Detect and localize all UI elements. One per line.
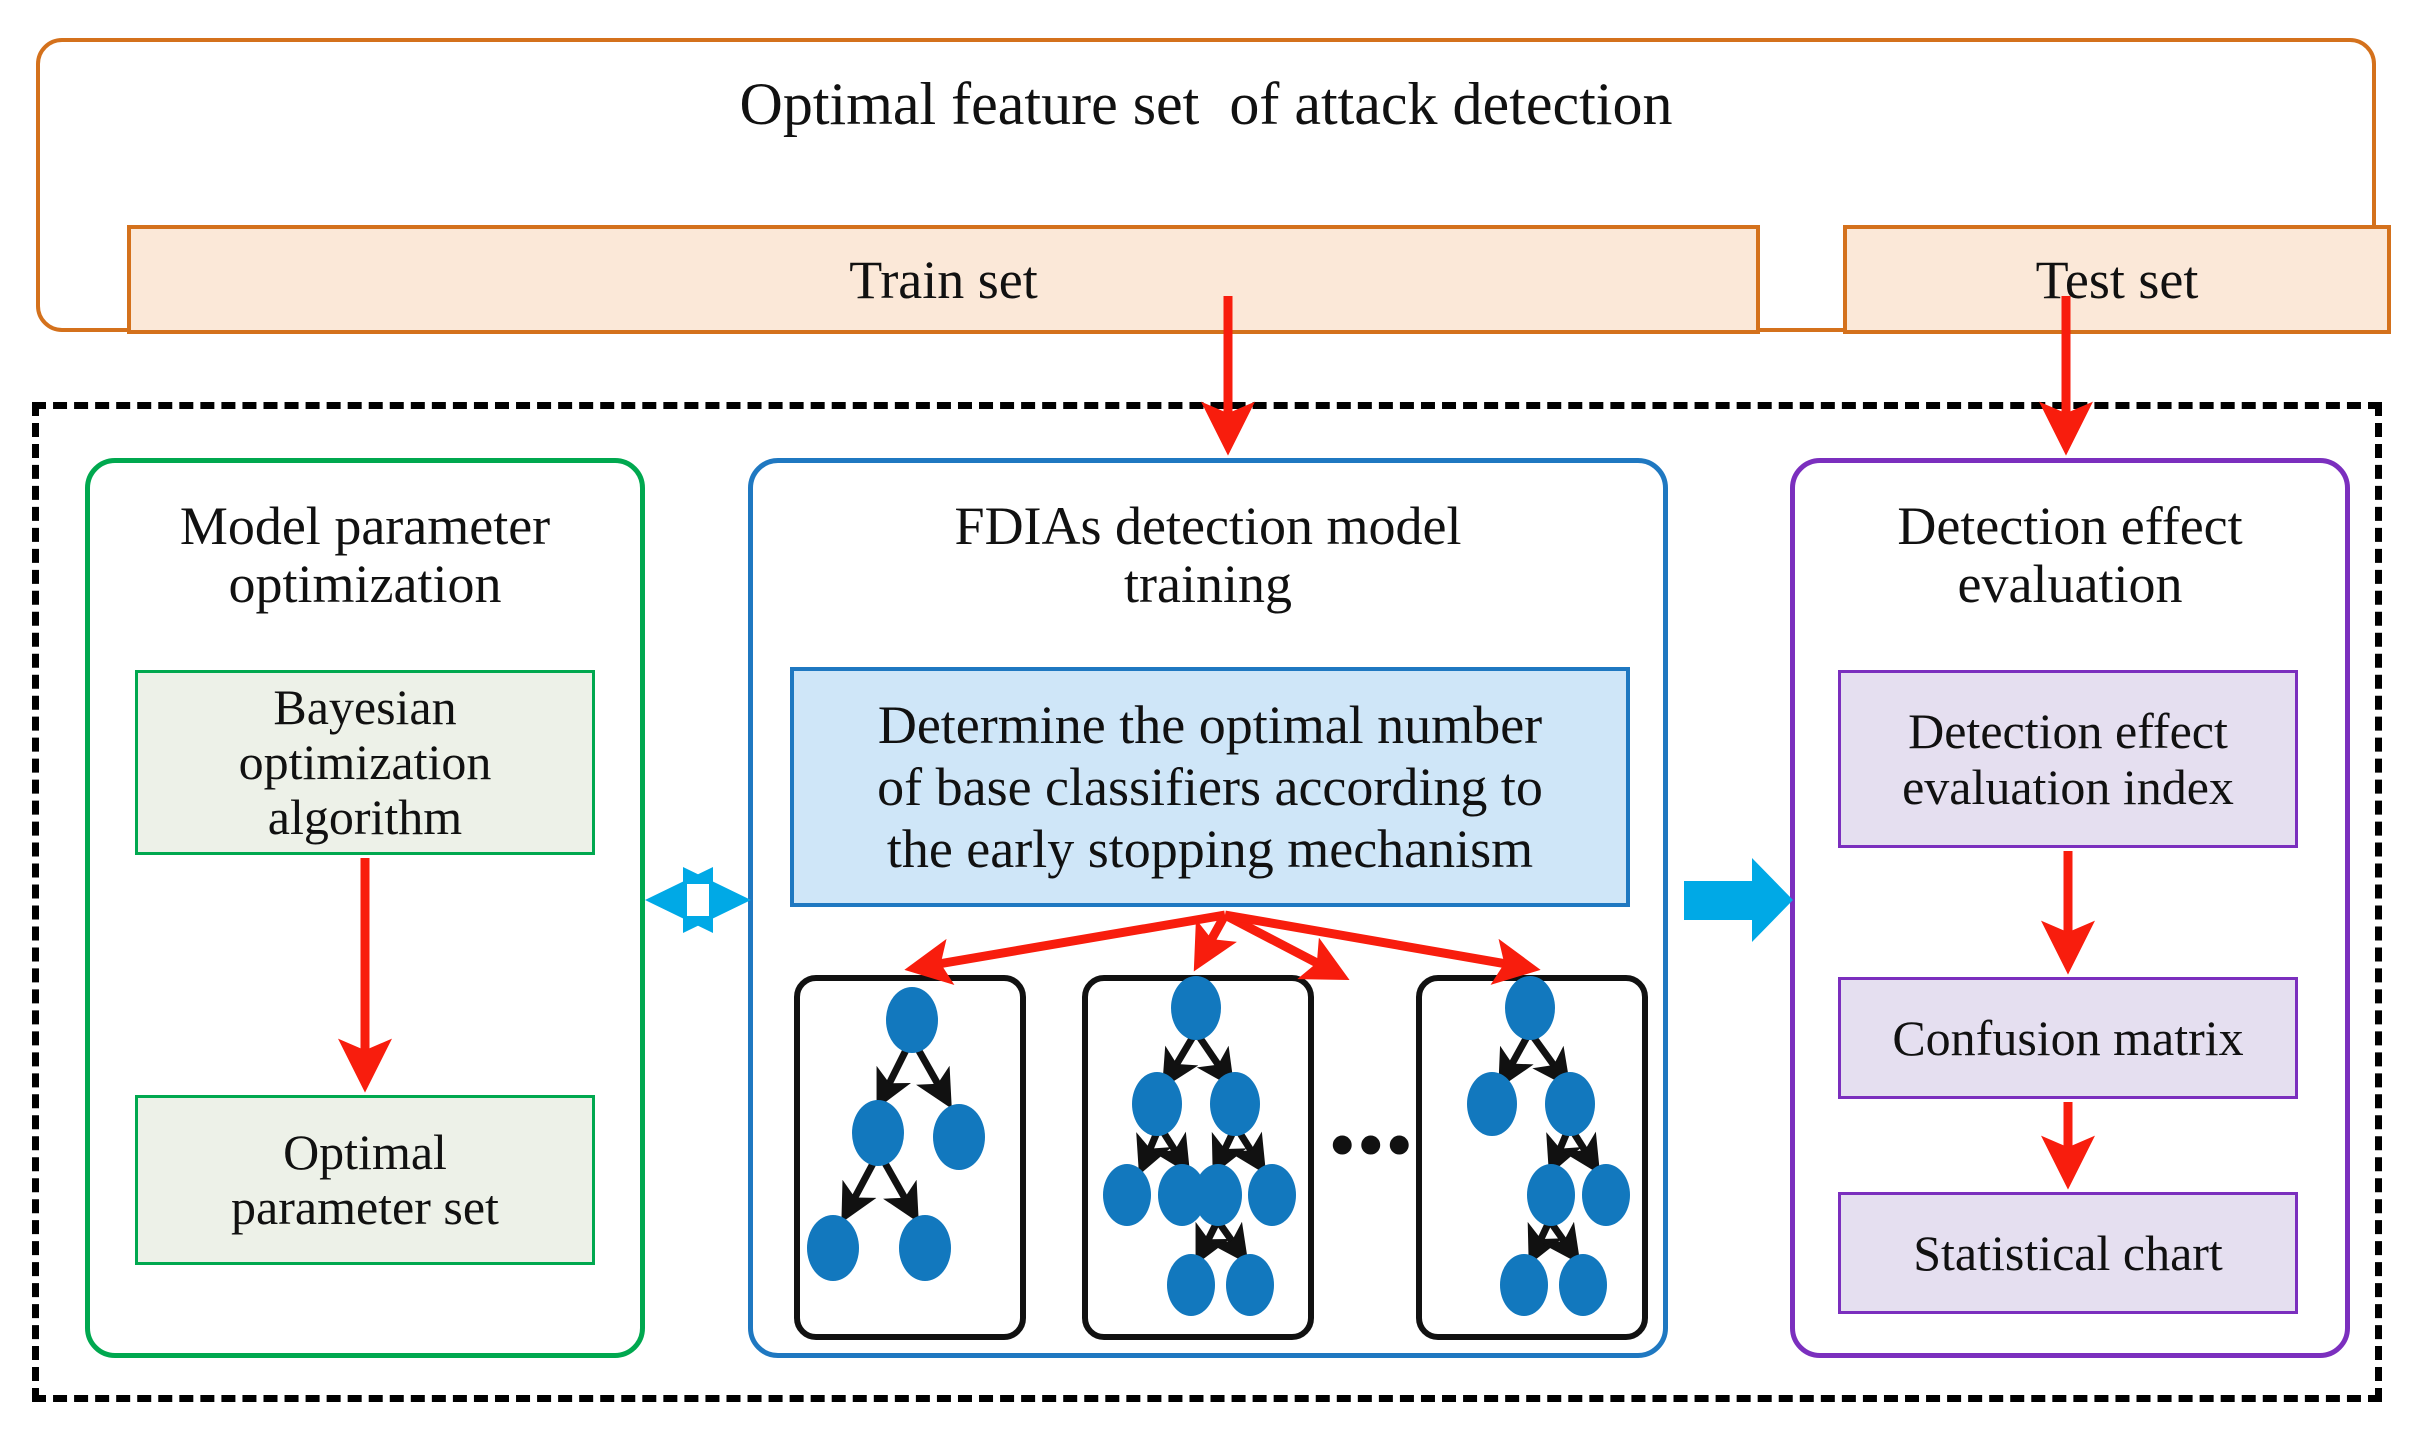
classifier-tree-card-3	[1416, 975, 1648, 1340]
box-statistical-chart: Statistical chart	[1838, 1192, 2298, 1314]
train-set-label: Train set	[849, 249, 1038, 310]
tree-ellipsis: •••	[1330, 1107, 1416, 1184]
classifier-tree-card-1	[794, 975, 1026, 1340]
statistical-chart-label: Statistical chart	[1913, 1225, 2223, 1281]
page-title: Optimal feature set of attack detection	[739, 71, 1673, 137]
optimal-feature-set-container: Optimal feature set of attack detection …	[36, 38, 2391, 334]
test-set-label: Test set	[2035, 249, 2199, 310]
box-confusion-matrix: Confusion matrix	[1838, 977, 2298, 1099]
classifier-tree-card-2	[1082, 975, 1314, 1340]
train-set-box: Train set	[127, 225, 1760, 334]
test-set-box: Test set	[1843, 225, 2391, 334]
confusion-matrix-label: Confusion matrix	[1892, 1010, 2244, 1066]
